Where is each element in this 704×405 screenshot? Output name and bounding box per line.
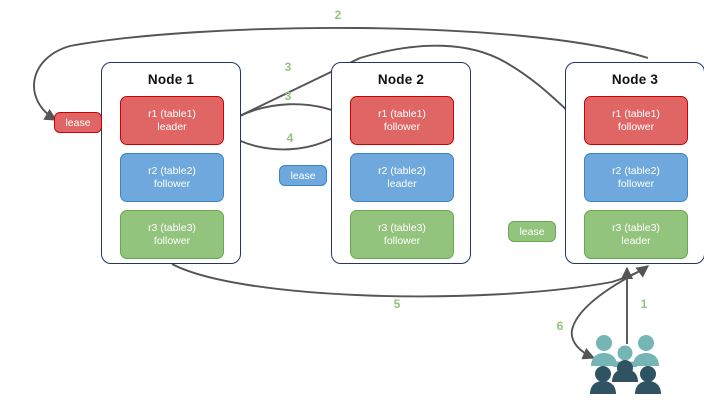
lease-badge-r2[interactable]: lease: [279, 165, 327, 186]
replica-name: r2 (table2): [612, 164, 660, 177]
node-container-node2[interactable]: Node 2 r1 (table1) follower r2 (table2) …: [331, 62, 471, 264]
edge-label-6: 6: [556, 319, 564, 333]
replica-r2-node1[interactable]: r2 (table2) follower: [120, 153, 224, 202]
replica-r1-node1[interactable]: r1 (table1) leader: [120, 96, 224, 145]
replica-role: leader: [621, 234, 651, 247]
node-title: Node 1: [147, 72, 195, 87]
edge-label-5: 5: [393, 297, 401, 311]
replica-r3-node2[interactable]: r3 (table3) follower: [350, 210, 454, 259]
node-container-node3[interactable]: Node 3 r1 (table1) follower r2 (table2) …: [565, 62, 704, 264]
replica-name: r1 (table1): [148, 107, 196, 120]
edge-label-3b: 3: [284, 89, 292, 103]
node-title: Node 3: [611, 72, 659, 87]
users-group-icon: [590, 335, 661, 394]
edge-2-path: [33, 26, 649, 121]
replica-name: r2 (table2): [378, 164, 426, 177]
edge-label-4: 4: [286, 131, 294, 145]
replica-name: r1 (table1): [378, 107, 426, 120]
replica-name: r2 (table2): [148, 164, 196, 177]
lease-badge-r3[interactable]: lease: [508, 221, 556, 242]
edge-6-path: [570, 271, 639, 360]
node-title: Node 2: [377, 72, 425, 87]
replica-r1-node2[interactable]: r1 (table1) follower: [350, 96, 454, 145]
replica-role: follower: [617, 120, 655, 133]
replica-role: leader: [157, 120, 187, 133]
edge-label-1: 1: [640, 297, 648, 311]
node-container-node1[interactable]: Node 1 r1 (table1) leader r2 (table2) fo…: [101, 62, 241, 264]
replica-name: r3 (table3): [148, 221, 196, 234]
replica-r3-node3[interactable]: r3 (table3) leader: [584, 210, 688, 259]
edge-label-2: 2: [334, 8, 342, 22]
replica-role: follower: [383, 120, 421, 133]
replica-role: follower: [153, 234, 191, 247]
replica-name: r1 (table1): [612, 107, 660, 120]
lease-badge-r1[interactable]: lease: [54, 112, 102, 133]
edge-3-to-node3-path: [359, 44, 579, 121]
edge-label-3a: 3: [284, 60, 292, 74]
replica-role: leader: [387, 177, 417, 190]
replica-name: r3 (table3): [378, 221, 426, 234]
edge-5-path: [171, 263, 649, 298]
replica-role: follower: [153, 177, 191, 190]
replica-name: r3 (table3): [612, 221, 660, 234]
replica-r2-node2[interactable]: r2 (table2) leader: [350, 153, 454, 202]
replica-role: follower: [383, 234, 421, 247]
replica-r2-node3[interactable]: r2 (table2) follower: [584, 153, 688, 202]
replica-role: follower: [617, 177, 655, 190]
replica-r1-node3[interactable]: r1 (table1) follower: [584, 96, 688, 145]
replica-r3-node1[interactable]: r3 (table3) follower: [120, 210, 224, 259]
